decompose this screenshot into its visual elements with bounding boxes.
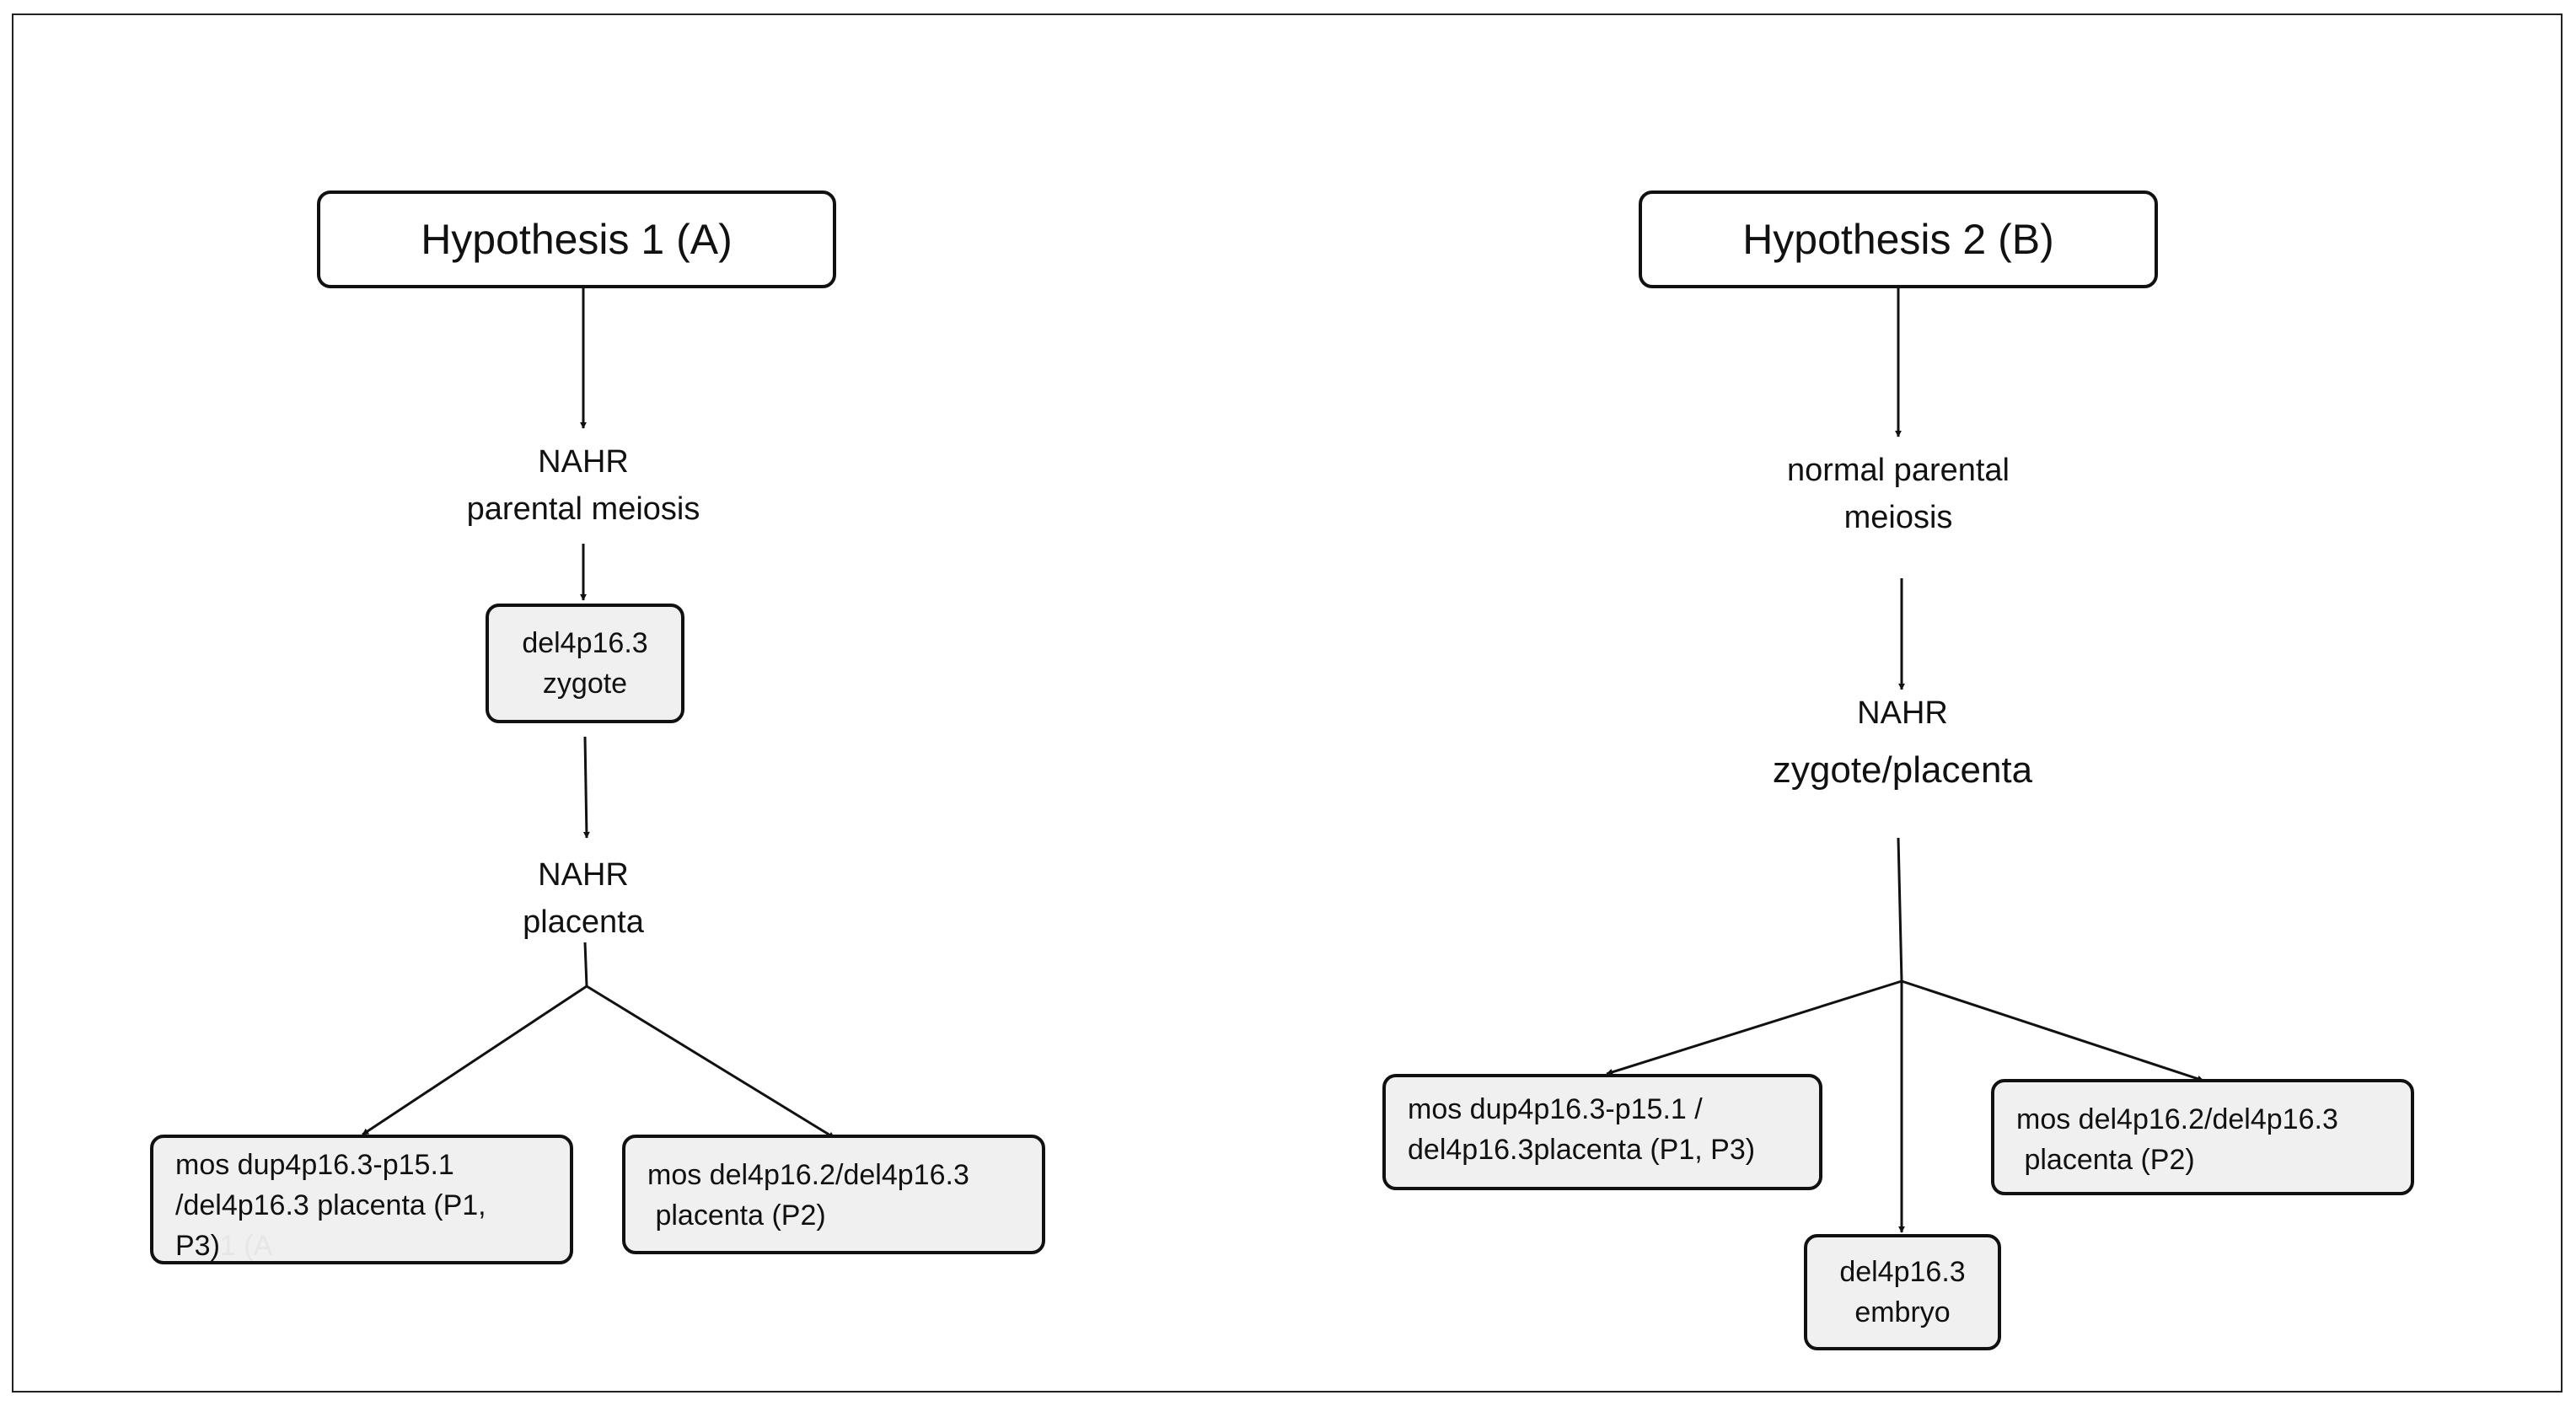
h2-arrow-to-right-leaf <box>1901 979 2204 1082</box>
h1-step2-line2: placenta <box>523 904 644 940</box>
h2-embryo-line2: embryo <box>1854 1296 1951 1328</box>
h2-nahr-zygote-placenta-label: NAHR zygote/placenta <box>1713 690 2092 804</box>
h2-embryo-box: del4p16.3 embryo <box>1804 1234 2001 1350</box>
h1-step1-line2: parental meiosis <box>466 491 700 527</box>
hypothesis-1-title-box: Hypothesis 1 (A) <box>317 191 836 288</box>
h1-leaf-left-line2: /del4p16.3 placenta (P1, <box>175 1189 486 1221</box>
h1-leaf-right-line1: mos del4p16.2/del4p16.3 <box>647 1159 969 1191</box>
h2-leaf-left-line2: del4p16.3placenta (P1, P3) <box>1408 1134 1756 1166</box>
h2-step1-line2: meiosis <box>1843 500 1953 535</box>
hypothesis-2-title: Hypothesis 2 (B) <box>1742 216 2054 263</box>
h2-stem <box>1897 837 1903 982</box>
h2-step2-line2: zygote/placenta <box>1772 749 2033 791</box>
h2-leaf-right-box: mos del4p16.2/del4p16.3 placenta (P2) <box>1991 1079 2414 1195</box>
h2-step1-line1: normal parental <box>1786 453 2010 488</box>
h2-normal-meiosis-label: normal parental meiosis <box>1713 447 2084 541</box>
h2-leaf-right-line1: mos del4p16.2/del4p16.3 <box>2016 1103 2338 1135</box>
h1-zygote-box: del4p16.3 zygote <box>486 604 684 723</box>
h1-leaf-right-box: mos del4p16.2/del4p16.3 placenta (P2) <box>622 1135 1045 1254</box>
h1-nahr-placenta-label: NAHR placenta <box>432 851 735 946</box>
h1-zygote-line2: zygote <box>542 668 628 700</box>
h2-embryo-line1: del4p16.3 <box>1839 1256 1966 1288</box>
h1-arrow-to-right-leaf <box>586 985 835 1140</box>
h2-arrow-to-left-leaf <box>1606 979 1902 1076</box>
h1-step2-line1: NAHR <box>538 857 629 893</box>
h1-leaf-left-line3: P3) <box>175 1230 220 1262</box>
h1-zygote-line1: del4p16.3 <box>522 627 648 659</box>
h1-leaf-left-ghost-text: 1 (A <box>219 1230 273 1262</box>
h2-step2-line1: NAHR <box>1857 695 1948 731</box>
h1-arrow-zygote-to-placenta <box>582 736 590 839</box>
h1-leaf-left-box: mos dup4p16.3-p15.1 /del4p16.3 placenta … <box>150 1135 573 1264</box>
h1-step1-line1: NAHR <box>538 444 629 480</box>
h1-leaf-right-line2: placenta (P2) <box>647 1199 826 1232</box>
hypothesis-1-title: Hypothesis 1 (A) <box>421 216 733 263</box>
h2-leaf-right-line2: placenta (P2) <box>2016 1144 2195 1176</box>
h1-nahr-meiosis-label: NAHR parental meiosis <box>398 438 769 533</box>
h1-stem <box>583 942 588 987</box>
h1-arrow-to-left-leaf <box>362 985 588 1136</box>
h2-leaf-left-line1: mos dup4p16.3-p15.1 / <box>1408 1093 1703 1125</box>
hypothesis-2-title-box: Hypothesis 2 (B) <box>1639 191 2158 288</box>
h2-leaf-left-box: mos dup4p16.3-p15.1 / del4p16.3placenta … <box>1382 1074 1822 1190</box>
figure-frame <box>12 13 2563 1393</box>
h1-leaf-left-line1: mos dup4p16.3-p15.1 <box>175 1149 454 1181</box>
